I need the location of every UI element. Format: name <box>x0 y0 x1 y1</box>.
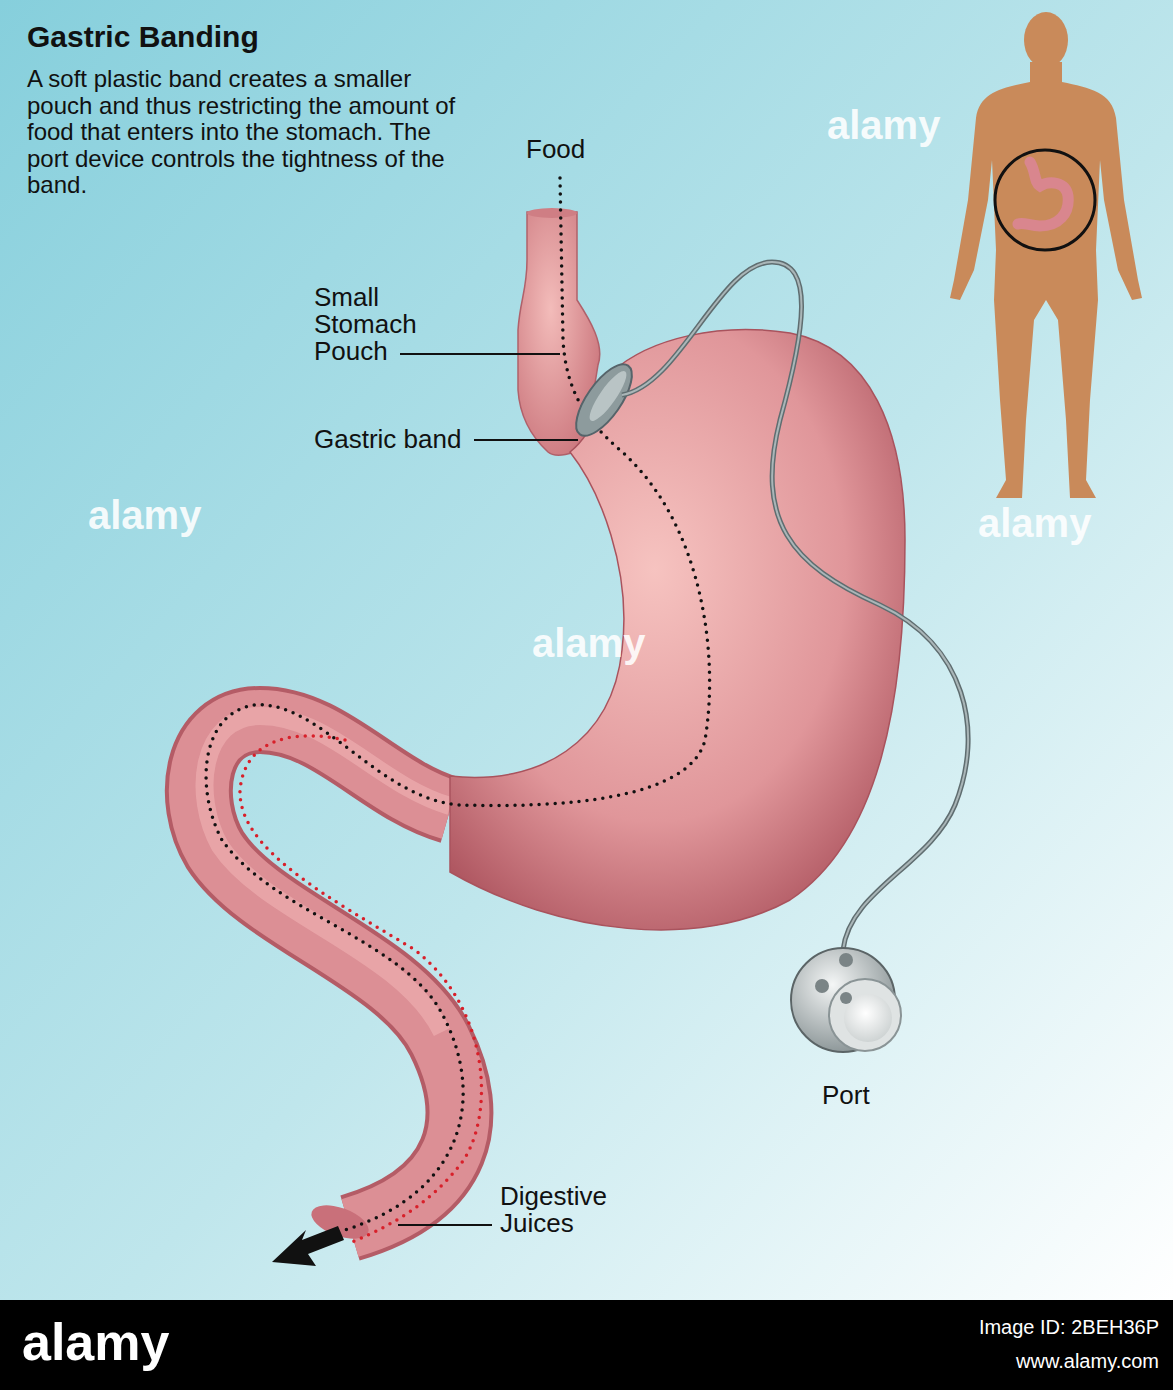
part-label: Gastric band <box>314 424 461 454</box>
leader-line <box>400 353 560 355</box>
part-label: Small Stomach Pouch <box>314 284 439 365</box>
leader-line <box>398 1224 492 1226</box>
part-label: Digestive Juices <box>500 1183 660 1237</box>
port-tube-highlight <box>622 262 968 950</box>
watermark: alamy <box>827 102 940 148</box>
footer-id: Image ID: 2BEH36P <box>979 1316 1159 1339</box>
exit-arrow <box>272 1226 344 1266</box>
part-label: Food <box>526 134 585 164</box>
body-silhouette <box>950 12 1142 498</box>
description: A soft plastic band creates a smaller po… <box>27 66 472 199</box>
esophagus-opening <box>527 208 577 218</box>
background <box>0 0 1173 1300</box>
watermark: alamy <box>532 620 645 666</box>
watermark: alamy <box>88 492 201 538</box>
title: Gastric Banding <box>27 20 259 54</box>
watermark: alamy <box>978 500 1091 546</box>
footer-bar <box>0 1300 1173 1390</box>
gastric-band <box>566 356 642 444</box>
food-path <box>206 178 710 1230</box>
part-label: Port <box>822 1080 870 1110</box>
leader-line <box>474 439 578 441</box>
digestive-juice-path <box>240 736 482 1242</box>
stomach <box>450 330 905 930</box>
port-device <box>791 948 901 1052</box>
port-tube <box>622 262 968 950</box>
footer-logo: alamy <box>22 1312 169 1372</box>
footer-url: www.alamy.com <box>1016 1350 1159 1373</box>
